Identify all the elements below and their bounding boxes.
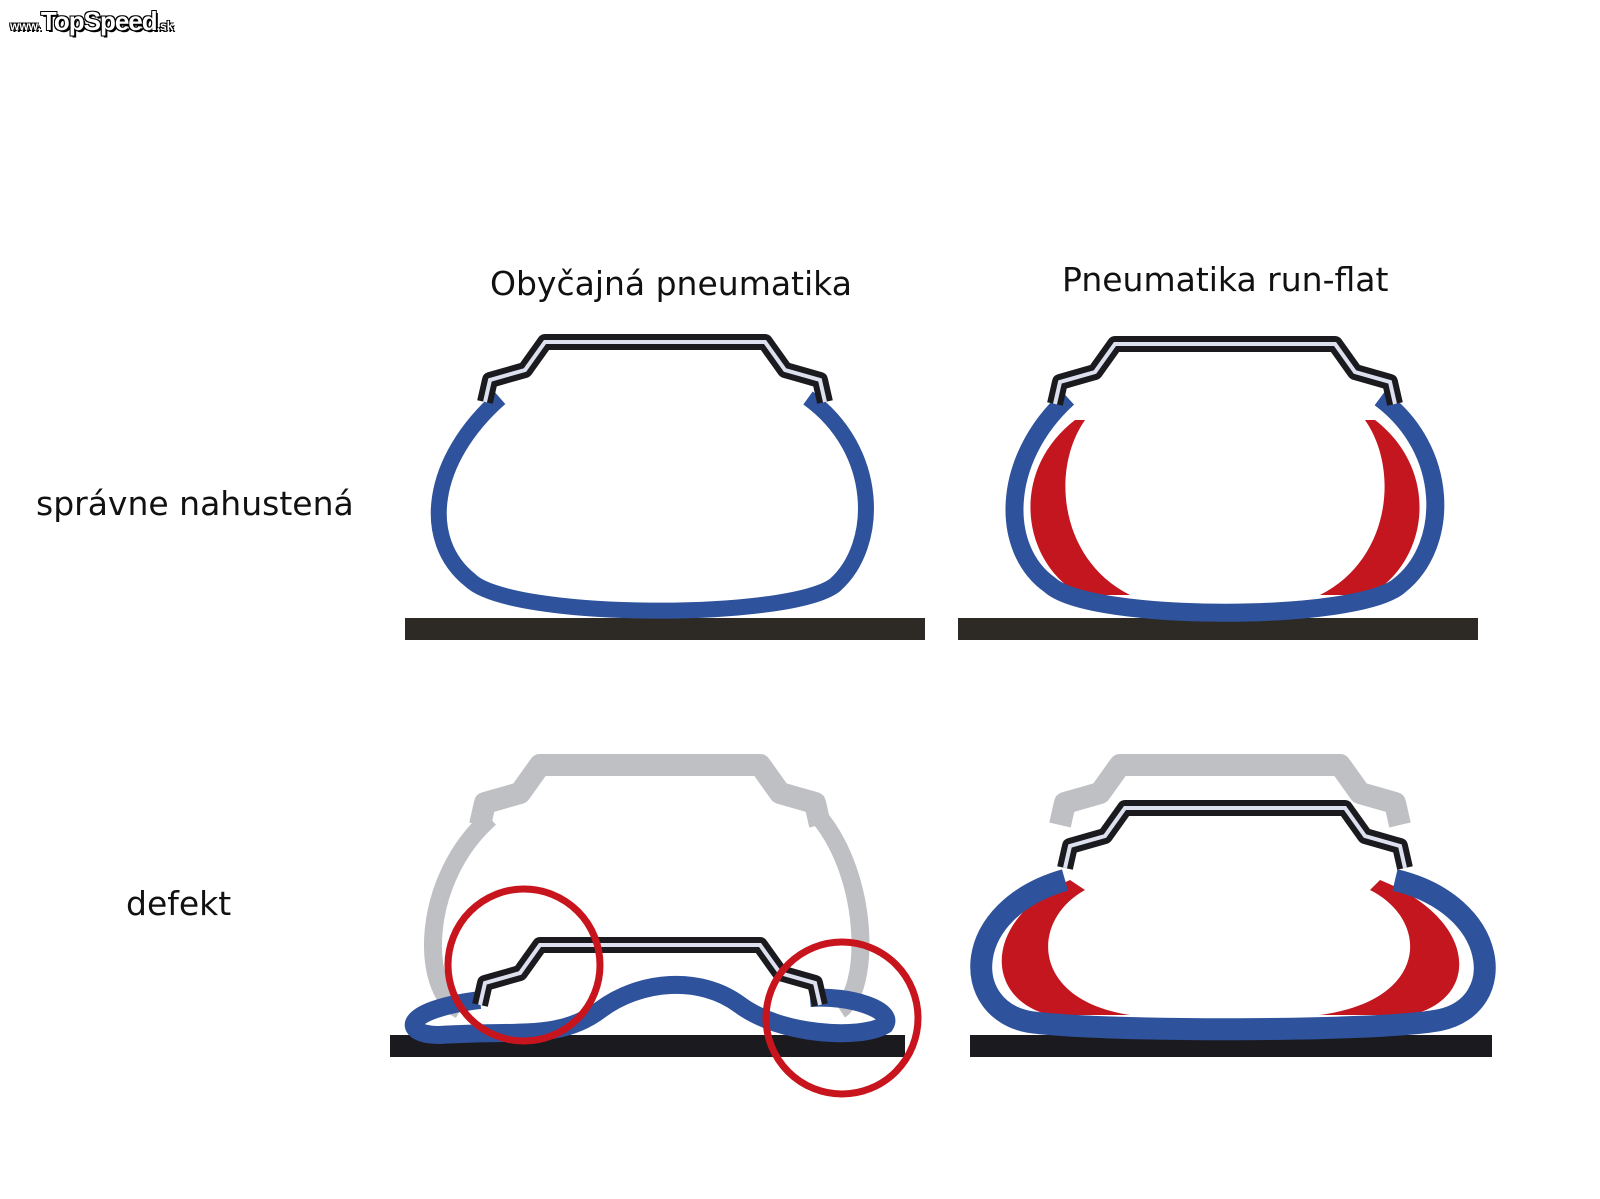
tire-sidewall: [430, 391, 874, 619]
rim: [1065, 808, 1405, 868]
highlight-circle-left: [444, 885, 604, 1045]
support-insert-right: [1320, 420, 1420, 595]
rim: [485, 342, 825, 402]
topspeed-logo: www.TopSpeed.sk: [10, 6, 174, 36]
regular-tire-inflated: [405, 342, 925, 640]
column-title-runflat: Pneumatika run-flat: [1062, 260, 1389, 299]
runflat-tire-inflated: [958, 344, 1478, 640]
regular-tire-flat: [390, 765, 922, 1098]
tire-sidewall: [1005, 390, 1445, 622]
ground: [958, 618, 1478, 640]
column-title-regular: Obyčajná pneumatika: [490, 264, 852, 303]
row-label-inflated: správne nahustená: [36, 484, 354, 523]
runflat-tire-flat: [970, 765, 1496, 1057]
support-insert-right: [1320, 880, 1460, 1015]
highlight-circle-right: [762, 938, 922, 1098]
ground: [970, 1035, 1492, 1057]
rim: [1055, 344, 1395, 404]
ghost-rim: [480, 765, 820, 825]
row-label-flat: defekt: [126, 884, 232, 923]
support-insert-left: [1001, 880, 1130, 1015]
ground: [405, 618, 925, 640]
tire-sidewall: [970, 869, 1496, 1041]
support-insert-left: [1030, 420, 1130, 595]
collapsed-tire: [404, 975, 896, 1045]
